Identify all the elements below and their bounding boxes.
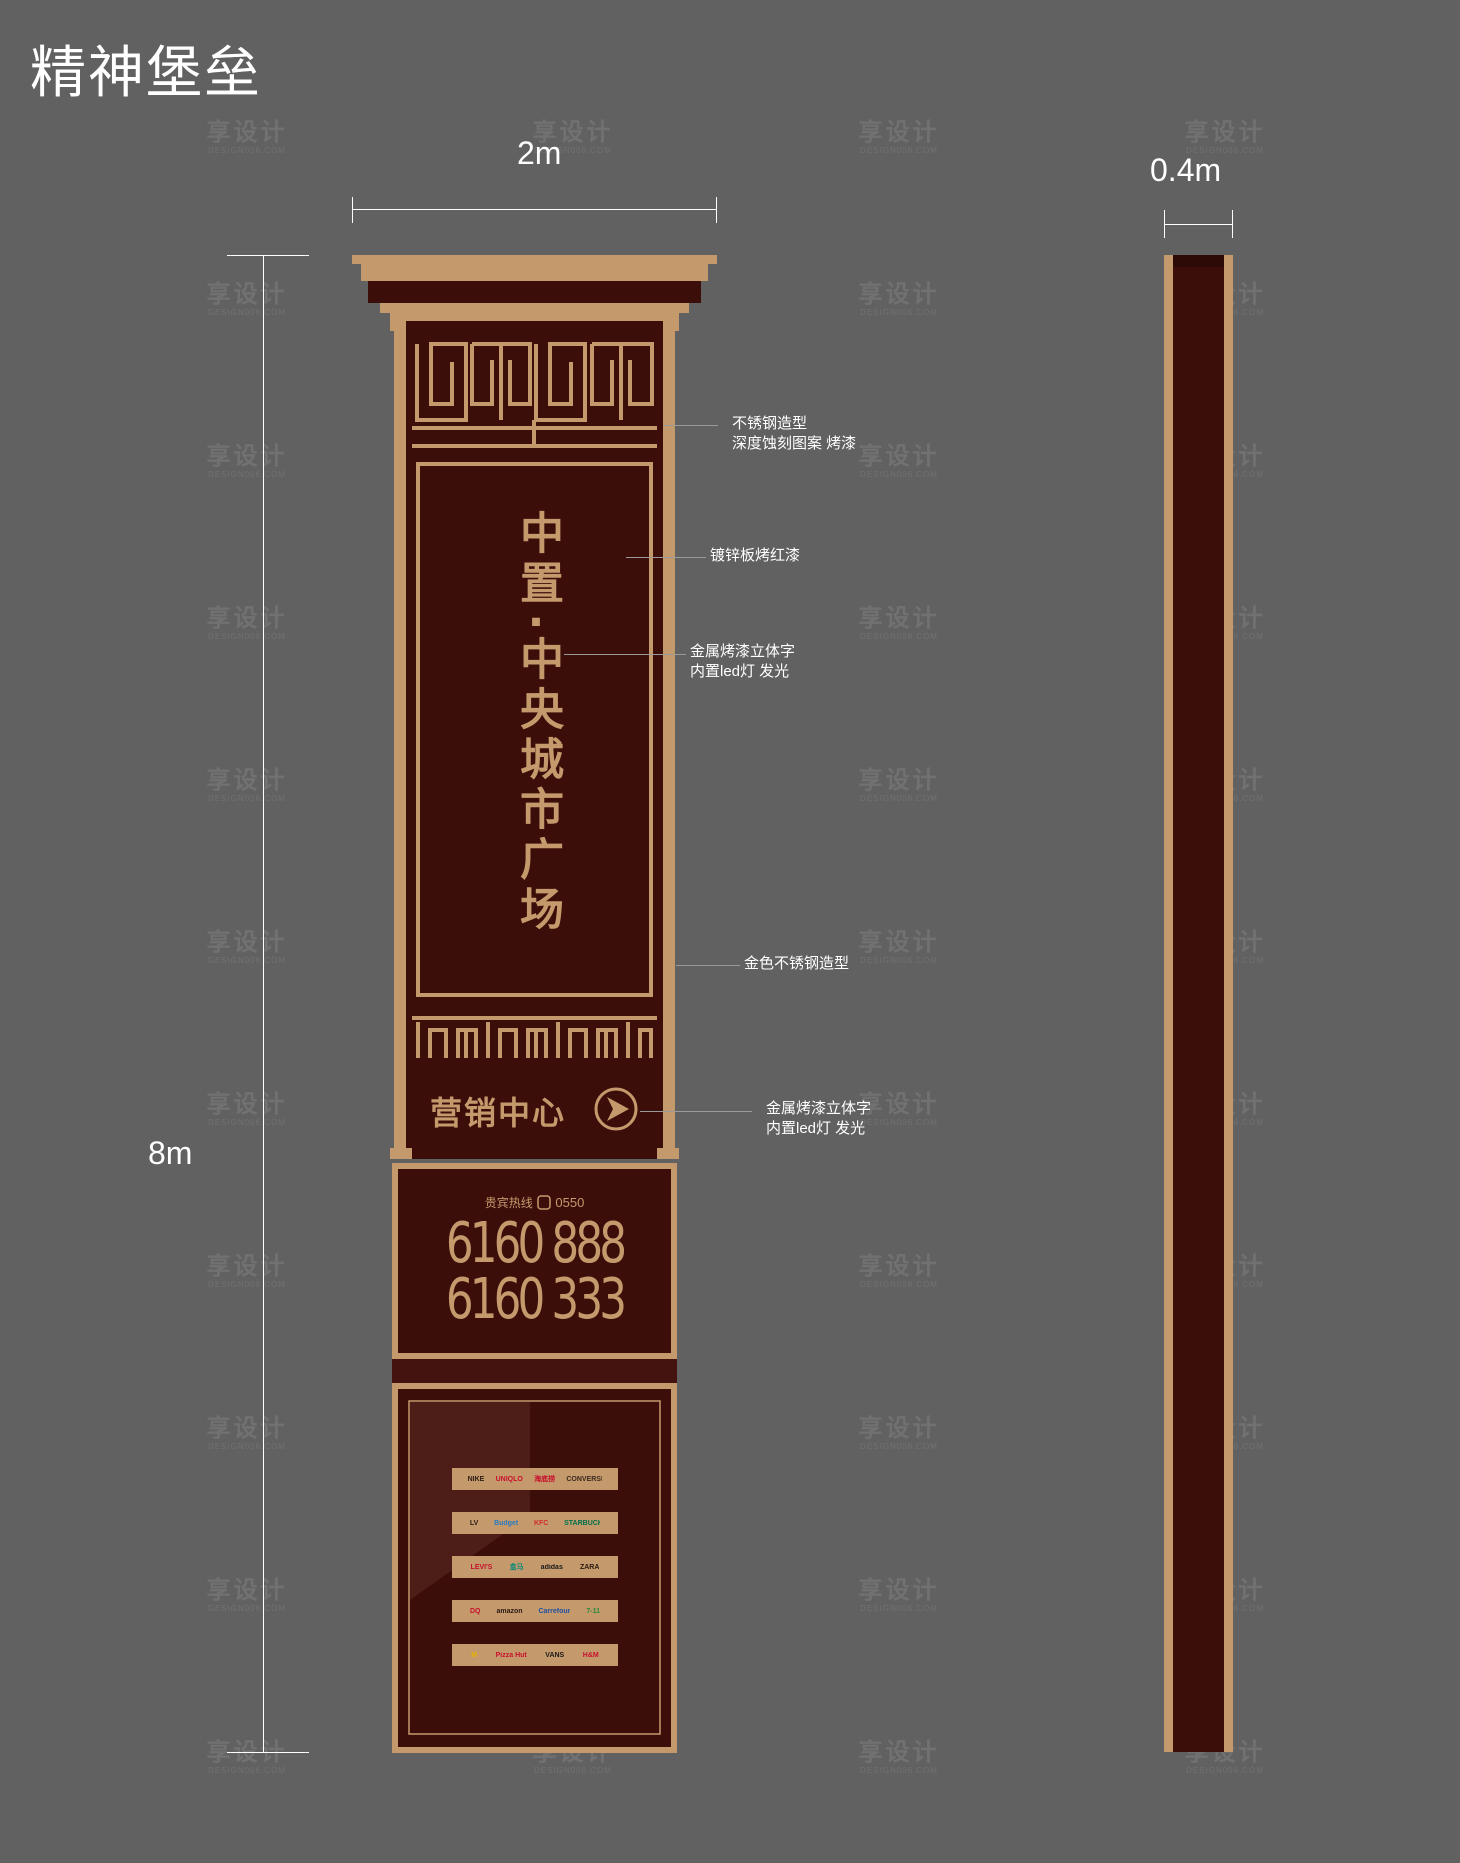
phone-number-2: 6160 333	[445, 1267, 627, 1332]
area-code: 0550	[555, 1195, 585, 1210]
depth-dimension-label: 0.4m	[1150, 152, 1222, 188]
directory-inner-frame	[408, 1400, 661, 1735]
brand-logo: Pizza Hut	[495, 1651, 527, 1659]
brand-row: LEVI'S 盒马 adidas ZARA	[452, 1556, 618, 1578]
callout-galvanized-panel: 镀锌板烤红漆	[710, 547, 801, 564]
brand-logo: STARBUCKS	[564, 1519, 600, 1527]
brand-row: M Pizza Hut VANS H&M	[452, 1644, 618, 1666]
brand-logo: DQ	[469, 1607, 481, 1615]
brand-logo: M	[471, 1651, 478, 1659]
height-dimension-line	[263, 255, 264, 1752]
brand-logo: UNIQLO	[495, 1475, 523, 1483]
brand-logo: VANS	[545, 1651, 565, 1659]
hotline-panel	[398, 1169, 671, 1353]
cornice-lower	[380, 303, 689, 313]
width-dimension-tick-right	[716, 197, 717, 223]
cornice-shadow	[368, 281, 701, 303]
cornice-top	[352, 255, 717, 264]
column-base-right	[657, 1148, 679, 1159]
brand-row: DQ amazon Carrefour 7-11	[452, 1600, 618, 1622]
callout-stainless-pattern: 不锈钢造型 深度蚀刻图案 烤漆	[732, 415, 857, 452]
brand-logo: adidas	[540, 1563, 563, 1571]
brand-logo: LV	[469, 1519, 479, 1527]
brand-logo: LEVI'S	[470, 1563, 493, 1571]
fret-pattern-bottom	[412, 1016, 657, 1058]
brand-row: NIKE UNIQLO 海底捞 CONVERSE	[452, 1468, 618, 1490]
base-joint	[392, 1359, 677, 1383]
brand-logo: Carrefour	[538, 1607, 571, 1615]
width-dimension-tick-left	[352, 197, 353, 223]
page-title: 精神堡垒	[30, 41, 262, 104]
callout-leader-5	[640, 1111, 752, 1112]
arrow-right-icon	[594, 1087, 638, 1131]
depth-dimension-tick-right	[1232, 210, 1233, 238]
callout-led-letters-top: 金属烤漆立体字 内置led灯 发光	[690, 643, 796, 680]
column-right-edge	[663, 321, 675, 1159]
brand-logo: Budget	[494, 1519, 519, 1527]
callout-leader-1	[664, 425, 718, 426]
brand-logo: amazon	[496, 1607, 523, 1615]
callout-leader-4	[676, 965, 740, 966]
fret-pattern-top	[412, 342, 657, 448]
directory-glass-highlight	[410, 1402, 530, 1600]
capital	[390, 313, 679, 321]
brand-logo: ZARA	[579, 1563, 600, 1571]
project-name-top: 中置	[512, 510, 563, 610]
project-name-dot: ·	[527, 597, 545, 648]
phone-icon	[537, 1195, 551, 1210]
brand-logo: CONVERSE	[566, 1475, 603, 1483]
height-dimension-label: 8m	[148, 1135, 193, 1171]
brand-logo: 盒马	[509, 1564, 524, 1571]
hotline-row: 贵宾热线 0550	[398, 1194, 671, 1211]
callout-led-letters-bottom: 金属烤漆立体字 内置led灯 发光	[766, 1100, 872, 1137]
depth-dimension-line	[1164, 224, 1233, 225]
brand-logo: 海底捞	[534, 1476, 556, 1483]
project-name-bottom: 中央城市广场	[512, 636, 563, 936]
callout-leader-3	[564, 654, 686, 655]
width-dimension-line	[352, 209, 717, 210]
brand-logo: 7-11	[586, 1607, 600, 1615]
callout-leader-2	[626, 557, 706, 558]
brand-logo: KFC	[533, 1519, 549, 1527]
column-base-left	[390, 1148, 412, 1159]
column-left-edge	[394, 321, 406, 1159]
project-name-vertical: 中置 · 中央城市广场	[510, 510, 563, 936]
height-dimension-tick-bottom	[227, 1752, 309, 1753]
depth-dimension-tick-left	[1164, 210, 1165, 238]
brand-logo: H&M	[582, 1651, 599, 1659]
title-frame	[416, 462, 653, 997]
brand-logo: NIKE	[467, 1475, 485, 1483]
callout-gold-stainless: 金色不锈钢造型	[744, 955, 850, 972]
width-dimension-label: 2m	[517, 135, 562, 171]
height-dimension-tick-top	[227, 255, 309, 256]
cornice-band	[361, 264, 708, 281]
hotline-label: 贵宾热线	[484, 1196, 533, 1210]
sales-center-label: 营销中心	[430, 1094, 567, 1132]
phone-number-1: 6160 888	[445, 1211, 627, 1276]
brand-row: LV Budget KFC STARBUCKS	[452, 1512, 618, 1534]
side-elevation	[1164, 255, 1233, 1752]
